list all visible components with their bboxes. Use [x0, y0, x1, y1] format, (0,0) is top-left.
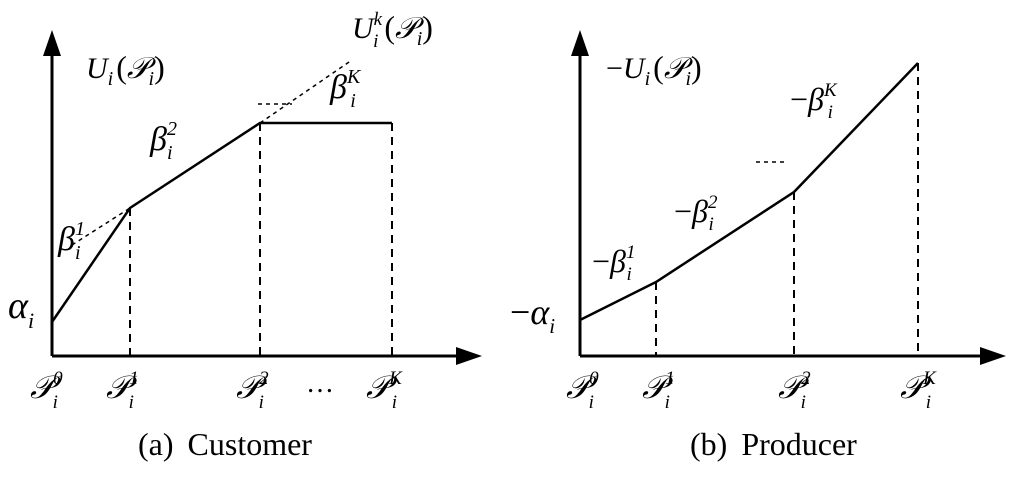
y-axis-arrow-a: [43, 30, 61, 56]
extension-dotted-2-a: [259, 59, 353, 124]
y-axis-label-a: Ui(𝒫i): [86, 49, 165, 90]
y-axis-arrow-b: [571, 30, 589, 56]
intercept-label-b: −αi: [510, 292, 555, 338]
cost-curve-b: [579, 62, 919, 322]
ellipsis-a: …: [306, 368, 334, 399]
y-axis-label-b: −Ui(𝒫i): [606, 49, 702, 90]
caption-b: (b)Producer: [690, 426, 857, 462]
utility-curve-a: [50, 121, 392, 323]
extension-dotted-1-a: [71, 207, 131, 246]
x-axis-arrow-b: [980, 347, 1006, 365]
x-axis-arrow-a: [456, 347, 482, 365]
intercept-label-a: αi: [8, 285, 34, 333]
caption-a: (a)Customer: [138, 426, 312, 462]
